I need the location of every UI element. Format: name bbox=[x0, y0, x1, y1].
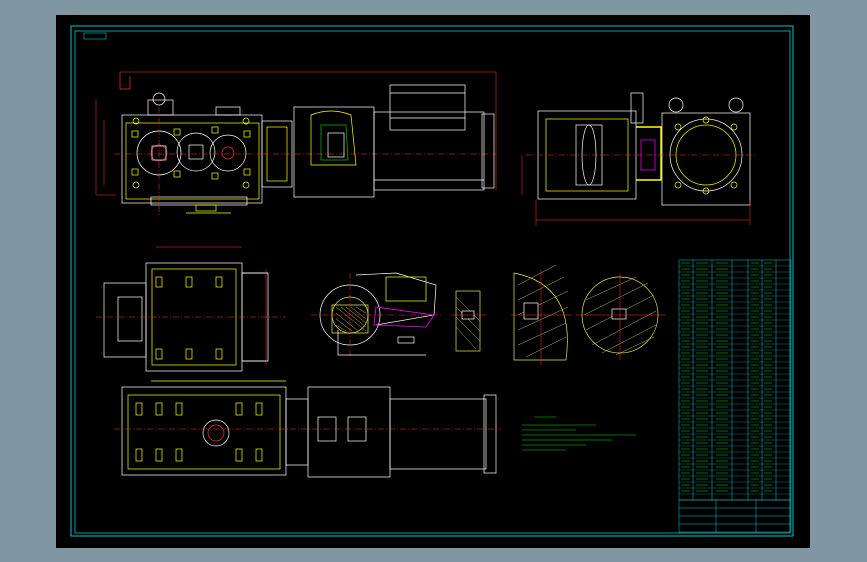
brake-section-view bbox=[311, 272, 441, 357]
section-c-view bbox=[576, 273, 666, 360]
gearbox-bottom-view bbox=[114, 380, 501, 478]
section-a-view bbox=[451, 290, 486, 352]
sheet-outer-border bbox=[70, 25, 794, 537]
cad-viewport bbox=[56, 15, 810, 548]
gearbox-side-view bbox=[521, 92, 756, 225]
sheet-inner-border bbox=[74, 30, 791, 534]
cad-drawing bbox=[70, 25, 794, 537]
technical-notes bbox=[522, 416, 636, 451]
gearbox-front-view bbox=[95, 71, 497, 215]
parts-list-entries bbox=[681, 262, 772, 492]
parts-list-rows bbox=[679, 265, 791, 495]
title-block bbox=[678, 499, 792, 533]
motor-top bbox=[293, 84, 495, 198]
section-b-view bbox=[511, 264, 572, 365]
corner-label-box bbox=[83, 32, 107, 40]
gearbox-plan-view bbox=[96, 246, 286, 372]
